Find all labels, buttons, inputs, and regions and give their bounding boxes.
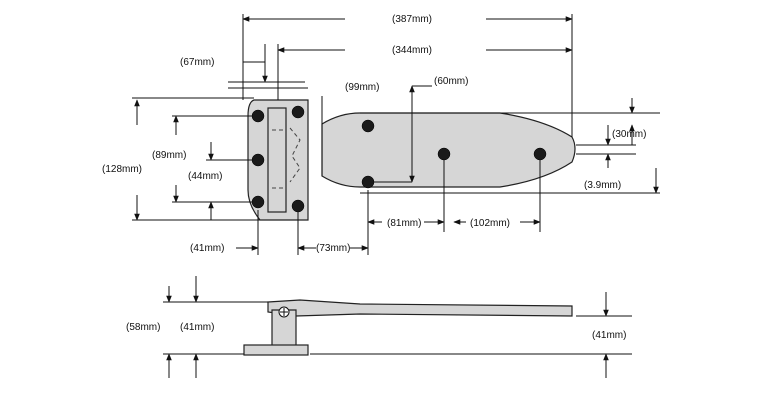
dimension-labels: (387mm) (344mm) (67mm) (99mm) (60mm) (12…: [102, 14, 646, 341]
mounting-hole: [291, 105, 305, 119]
mounting-hole: [361, 175, 375, 189]
side-base: [243, 344, 309, 356]
side-view-dimensions: [163, 276, 632, 378]
mounting-hole: [251, 195, 265, 209]
label-flag-width: (41mm): [190, 243, 224, 254]
mounting-hole: [533, 147, 547, 161]
hinge-knuckle: [267, 107, 287, 213]
label-overall-length: (387mm): [392, 14, 432, 25]
mounting-hole: [437, 147, 451, 161]
mounting-hole: [291, 199, 305, 213]
label-hole-spacing-1: (81mm): [387, 218, 421, 229]
label-blade-offset: (41mm): [592, 330, 626, 341]
top-view: [247, 99, 576, 221]
label-flag-height: (128mm): [102, 164, 142, 175]
mounting-hole: [361, 119, 375, 133]
label-flag-to-hole: (73mm): [316, 243, 350, 254]
label-tip-offset: (3.9mm): [584, 180, 621, 191]
side-view: [243, 299, 573, 356]
label-base-height: (41mm): [180, 322, 214, 333]
label-blade-width: (99mm): [345, 82, 379, 93]
top-view-dimensions: [132, 14, 660, 255]
label-total-height: (58mm): [126, 322, 160, 333]
label-barrel-offset: (67mm): [180, 57, 214, 68]
mounting-hole: [251, 109, 265, 123]
label-tip-width: (30mm): [612, 129, 646, 140]
side-blade: [267, 299, 573, 317]
label-blade-length: (344mm): [392, 45, 432, 56]
label-hole-row-spacing: (60mm): [434, 76, 468, 87]
mounting-hole: [251, 153, 265, 167]
hidden-barrel-lines: [272, 127, 301, 189]
label-hole-spacing-2: (102mm): [470, 218, 510, 229]
label-knuckle-height: (44mm): [188, 171, 222, 182]
label-flag-hole-spacing: (89mm): [152, 150, 186, 161]
